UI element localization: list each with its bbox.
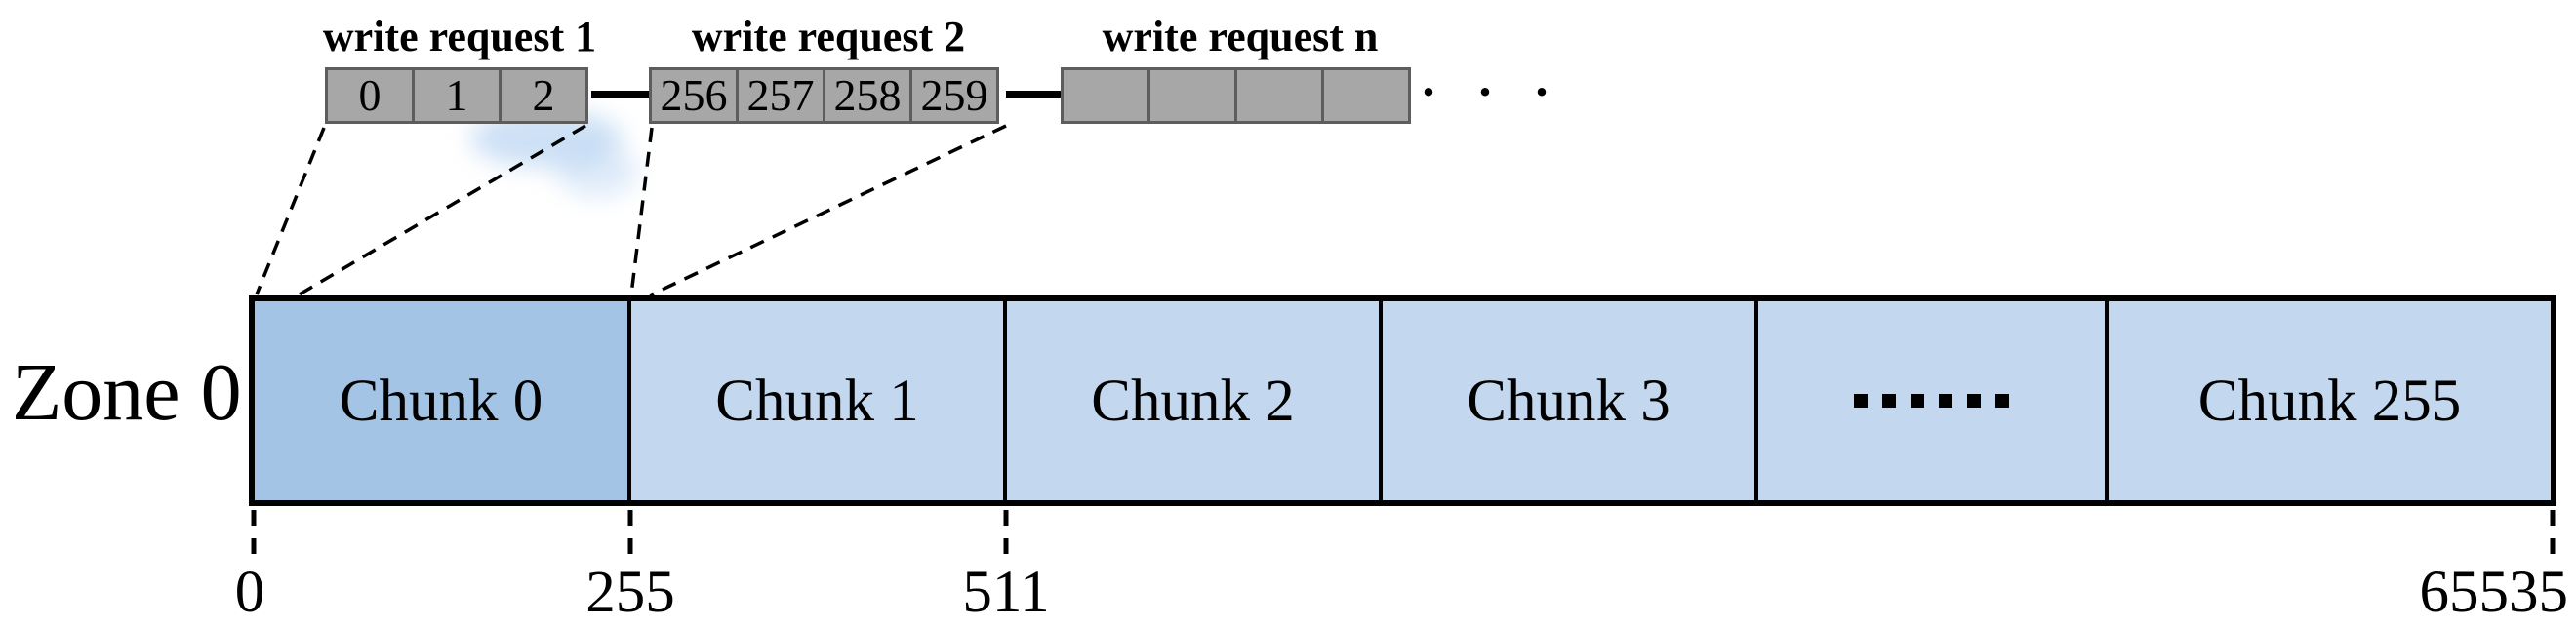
write-request-1-cells: 0 1 2: [325, 67, 594, 124]
write-request-n: write request n: [1061, 16, 1420, 124]
write-request-2-cells: 256 257 258 259: [649, 67, 1008, 124]
sector-cell: 0: [325, 67, 415, 124]
dashed-line-req2-end: [649, 124, 1007, 297]
chunk-0: Chunk 0: [255, 301, 627, 500]
sector-cell: [1234, 67, 1324, 124]
dashed-line-req1-start: [255, 127, 326, 295]
axis-tick-marks: [251, 510, 2556, 559]
axis-label-65535: 65535: [2419, 560, 2569, 625]
sector-cell: [1147, 67, 1237, 124]
axis-label-511: 511: [962, 560, 1050, 625]
request-connector-line: [591, 91, 652, 98]
more-requests-ellipsis: · · ·: [1417, 53, 1561, 131]
zone-label: Zone 0: [12, 347, 242, 438]
chunk-1: Chunk 1: [627, 301, 1003, 500]
request-connector-line: [1006, 91, 1063, 98]
sector-cell: 2: [499, 67, 588, 124]
dashed-line-req1-end: [297, 124, 586, 297]
axis-label-0: 0: [234, 560, 265, 625]
write-request-1: write request 1 0 1 2: [323, 16, 596, 124]
write-request-n-cells: [1061, 67, 1420, 124]
sector-cell: [1061, 67, 1150, 124]
chunk-ellipsis: ......: [1754, 301, 2105, 500]
request-to-chunk-dashed-lines: [255, 124, 1007, 297]
sector-cell: 259: [909, 67, 999, 124]
sector-cell: 257: [736, 67, 825, 124]
sector-cell: [1321, 67, 1411, 124]
write-request-n-title: write request n: [1102, 13, 1379, 60]
axis-label-255: 255: [585, 560, 675, 625]
ellipsis-dots: [1854, 394, 2009, 408]
sector-cell: 1: [412, 67, 502, 124]
chunk-3: Chunk 3: [1379, 301, 1754, 500]
write-request-1-title: write request 1: [322, 13, 597, 60]
chunk-255: Chunk 255: [2105, 301, 2551, 500]
sector-cell: 258: [823, 67, 912, 124]
write-request-2-title: write request 2: [691, 13, 966, 60]
sector-cell: 256: [649, 67, 739, 124]
chunk-2: Chunk 2: [1003, 301, 1379, 500]
zone-0-bar: Chunk 0 Chunk 1 Chunk 2 Chunk 3 ...... C…: [249, 295, 2556, 506]
dashed-line-req2-start: [629, 127, 654, 295]
write-request-2: write request 2 256 257 258 259: [649, 16, 1008, 124]
